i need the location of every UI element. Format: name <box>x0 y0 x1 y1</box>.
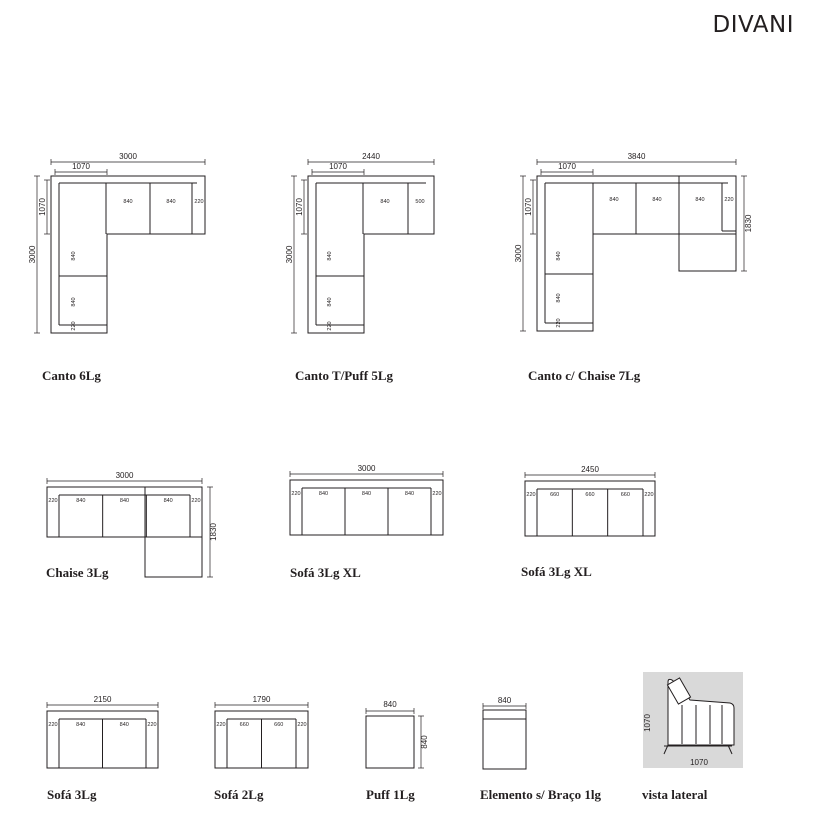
chaise3-arm-right-label: 220 <box>191 498 200 504</box>
sofa3xl-arm-right-label: 220 <box>432 491 441 497</box>
cantoChaise-arm: 220 <box>724 197 733 203</box>
sofa3-seat-label: 840 <box>76 722 85 728</box>
chaise3-seat-label: 840 <box>76 498 85 504</box>
canto6-depth-top-dim-label: 1070 <box>72 162 90 171</box>
vista-depth-dim-label: 1070 <box>690 758 708 767</box>
cantoT-seat-2: 500 <box>415 199 424 205</box>
cantoChaise-side-seat-1: 840 <box>556 251 562 260</box>
cantoT-depth-top-dim-label: 1070 <box>329 162 347 171</box>
elemento-width-dim-label: 840 <box>498 696 512 705</box>
sofa3xl660-caption: Sofá 3Lg XL <box>521 564 592 579</box>
vista-headrest <box>666 677 692 705</box>
cantoChaise-side-seat-2: 840 <box>556 293 562 302</box>
canto6-width-dim-label: 3000 <box>119 152 137 161</box>
puff1-width-dim-label: 840 <box>383 700 397 709</box>
cantoChaise-chaise-dim-label: 1830 <box>744 214 753 232</box>
cantoT-caption: Canto T/Puff 5Lg <box>295 368 393 383</box>
canto6-side-arm: 220 <box>71 321 77 330</box>
sofa3xl660-arm-right-label: 220 <box>644 492 653 498</box>
cantoChaise-seat-3: 840 <box>695 197 704 203</box>
sofa2-width-dim-label: 1790 <box>253 695 271 704</box>
sofa3xl660-seat-label: 660 <box>585 492 594 498</box>
cantoChaise-seat-1: 840 <box>609 197 618 203</box>
chaise3-seat-label: 840 <box>164 498 173 504</box>
cantoT-side-arm: 220 <box>327 321 333 330</box>
cantoChaise-depth-side-dim-label: 1070 <box>524 198 533 216</box>
sofa3-arm-left-label: 220 <box>48 722 57 728</box>
canto6-seat-2: 840 <box>166 199 175 205</box>
sofa3-arm-right-label: 220 <box>147 722 156 728</box>
cantoChaise-height-dim-label: 3000 <box>514 244 523 262</box>
sofa3xl-seat-label: 840 <box>405 491 414 497</box>
cantoT-width-dim-label: 2440 <box>362 152 380 161</box>
chaise3-caption: Chaise 3Lg <box>46 565 109 580</box>
cantoT-height-dim-label: 3000 <box>285 245 294 263</box>
puff1-caption: Puff 1Lg <box>366 787 415 802</box>
sofa3xl-seat-label: 840 <box>362 491 371 497</box>
sofa3-caption: Sofá 3Lg <box>47 787 97 802</box>
canto6-side-seat-1: 840 <box>71 251 77 260</box>
cantoT-seat-1: 840 <box>380 199 389 205</box>
sofa2-caption: Sofá 2Lg <box>214 787 264 802</box>
cantoT-outline <box>307 175 435 334</box>
cantoChaise-side-arm: 220 <box>556 318 562 327</box>
sofa3xl-outline <box>289 479 444 536</box>
canto6-height-dim-label: 3000 <box>28 245 37 263</box>
cantoT-side-seat-1: 840 <box>327 251 333 260</box>
chaise3-chaise <box>144 486 203 578</box>
sofa3xl-seat-label: 840 <box>319 491 328 497</box>
canto6-caption: Canto 6Lg <box>42 368 101 383</box>
chaise3-width-dim-label: 3000 <box>116 471 134 480</box>
sofa2-arm-right-label: 220 <box>297 722 306 728</box>
sofa3xl660-width-dim-label: 2450 <box>581 465 599 474</box>
canto6-arm: 220 <box>194 199 203 205</box>
sofa3xl-arm-left-label: 220 <box>291 491 300 497</box>
cantoT-depth-side-dim-label: 1070 <box>295 198 304 216</box>
puff1-outline <box>365 715 415 769</box>
sofa3xl660-outline <box>524 480 656 537</box>
canto6-side-seat-2: 840 <box>71 297 77 306</box>
brand-title: DIVANI <box>712 12 794 38</box>
sofa2-arm-left-label: 220 <box>216 722 225 728</box>
vista-height-dim-label: 1070 <box>643 714 652 732</box>
sofa3xl-caption: Sofá 3Lg XL <box>290 565 361 580</box>
cantoChaise-seat-2: 840 <box>652 197 661 203</box>
cantoChaise-chaise <box>678 175 737 272</box>
canto6-outline <box>50 175 206 334</box>
chaise3-chaise-dim-label: 1830 <box>209 523 218 541</box>
cantoT-side-seat-2: 840 <box>327 297 333 306</box>
sofa2-seat-label: 660 <box>274 722 283 728</box>
sofa2-seat-label: 660 <box>240 722 249 728</box>
sofa3xl660-arm-left-label: 220 <box>526 492 535 498</box>
vista-caption: vista lateral <box>642 787 708 802</box>
sofa3xl660-seat-label: 660 <box>621 492 630 498</box>
elemento-caption: Elemento s/ Braço 1lg <box>480 787 601 802</box>
cantoChaise-depth-top-dim-label: 1070 <box>558 162 576 171</box>
sofa3-seat-label: 840 <box>120 722 129 728</box>
canto6-depth-side-dim-label: 1070 <box>38 198 47 216</box>
sofa3xl-width-dim-label: 3000 <box>358 464 376 473</box>
canto6-seat-1: 840 <box>123 199 132 205</box>
sofa3xl660-seat-label: 660 <box>550 492 559 498</box>
sofa3-width-dim-label: 2150 <box>94 695 112 704</box>
cantoChaise-width-dim-label: 3840 <box>628 152 646 161</box>
elemento-outline <box>482 709 527 770</box>
puff1-depth-dim-label: 840 <box>420 735 429 749</box>
cantoChaise-caption: Canto c/ Chaise 7Lg <box>528 368 641 383</box>
chaise3-arm-left-label: 220 <box>48 498 57 504</box>
chaise3-seat-label: 840 <box>120 498 129 504</box>
